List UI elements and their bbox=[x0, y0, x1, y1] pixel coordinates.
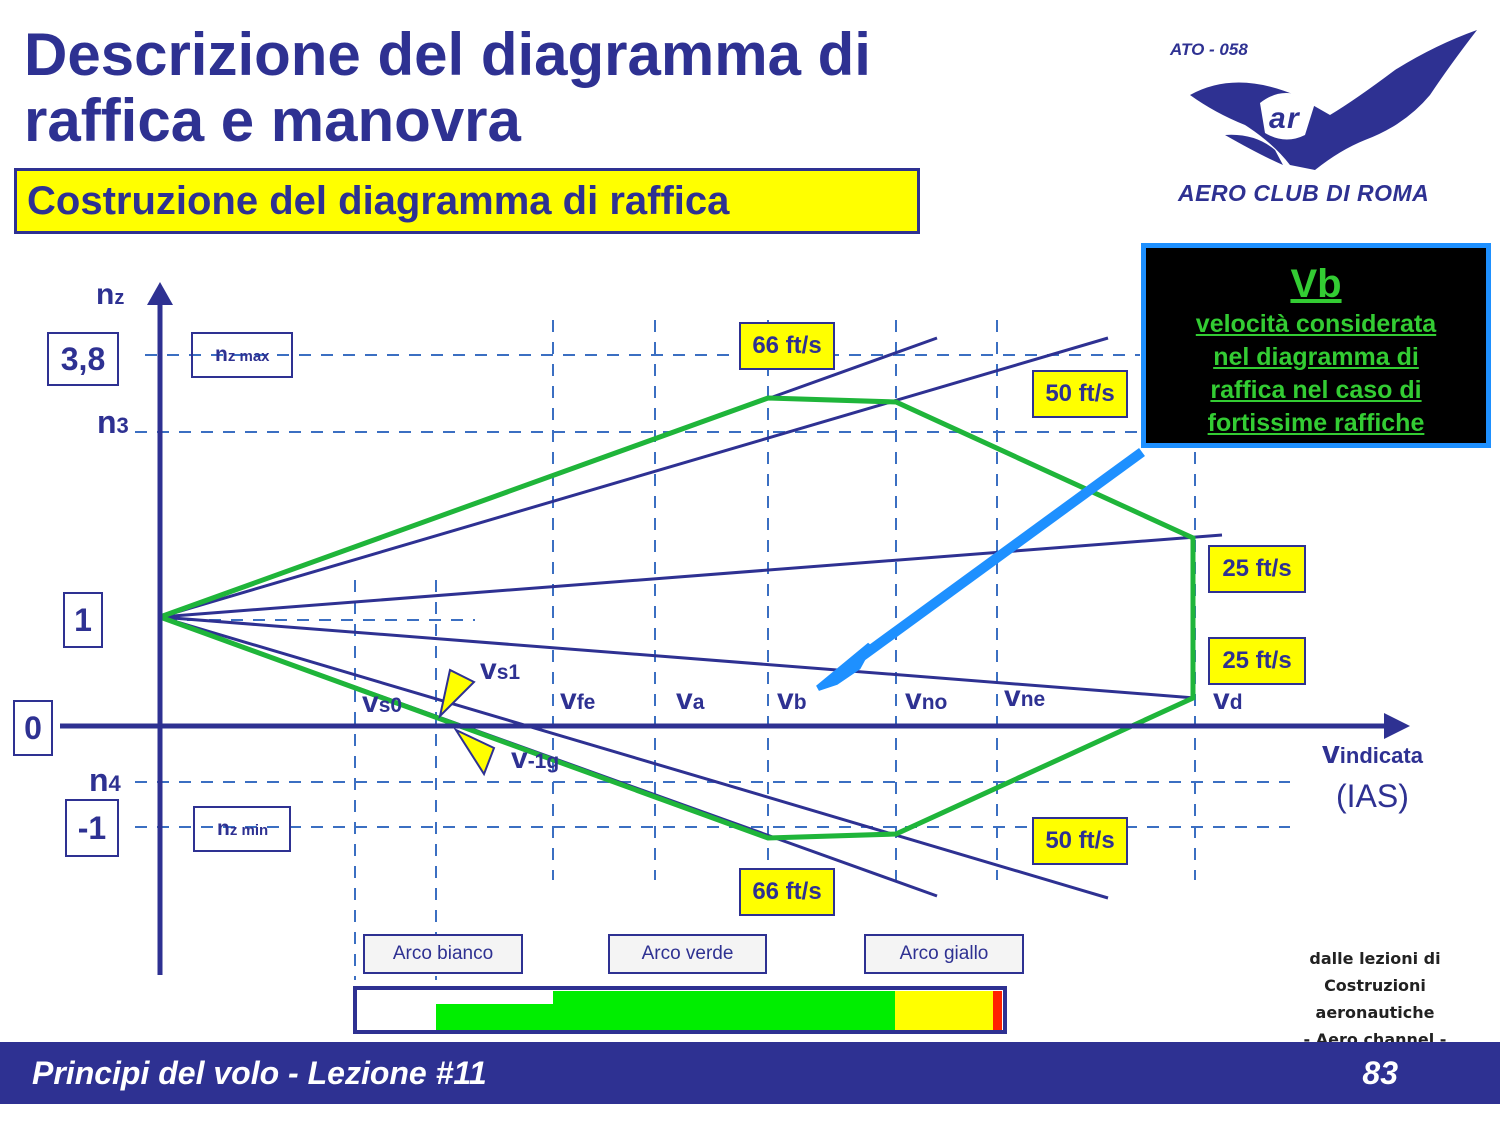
arc-label-green: Arco verde bbox=[608, 934, 767, 974]
y-axis-n: n bbox=[96, 278, 115, 311]
credits-line-2: Costruzioni aeronautiche bbox=[1315, 976, 1435, 1022]
eagle-logo: a r bbox=[1190, 30, 1477, 170]
speed-label-v-1g: v-1g bbox=[511, 742, 559, 776]
vs1-sub: s1 bbox=[496, 661, 521, 684]
vb-v: v bbox=[777, 683, 794, 716]
tick-n3-n: n bbox=[97, 404, 117, 440]
x-axis-arrow bbox=[1384, 713, 1410, 739]
vs0-sub: s0 bbox=[378, 694, 403, 717]
nz-max-box: nz max bbox=[191, 332, 293, 378]
callout-line: velocità considerata bbox=[1195, 310, 1437, 338]
vd-sub: d bbox=[1229, 691, 1243, 714]
title-line-1: Descrizione del diagramma di bbox=[24, 21, 871, 88]
v-1g-sub: -1g bbox=[527, 750, 560, 773]
tick-0: 0 bbox=[13, 700, 53, 756]
nz-min-box: nz min bbox=[193, 806, 291, 852]
gust-label-66-top: 66 ft/s bbox=[739, 322, 835, 370]
nz-min-sub: z min bbox=[229, 822, 269, 839]
vb-callout: Vb velocità considerata nel diagramma di… bbox=[1141, 243, 1491, 448]
callout-line: nel diagramma di bbox=[1213, 343, 1419, 371]
vs1-v: v bbox=[480, 653, 497, 686]
arc-label-yellow: Arco giallo bbox=[864, 934, 1024, 974]
vno-v: v bbox=[905, 683, 922, 716]
tick-n3-sub: 3 bbox=[116, 413, 129, 438]
callout-line: raffica nel caso di bbox=[1210, 376, 1422, 404]
arc-red bbox=[993, 991, 1002, 1030]
va-sub: a bbox=[692, 691, 705, 714]
vs0-v: v bbox=[362, 686, 379, 719]
nz-min-n: n bbox=[217, 817, 230, 840]
slide-title: Descrizione del diagramma di raffica e m… bbox=[24, 22, 871, 154]
vne-sub: ne bbox=[1020, 688, 1046, 711]
vfe-v: v bbox=[560, 683, 577, 716]
callout-arrow-head bbox=[816, 642, 873, 691]
vb-sub: b bbox=[793, 691, 807, 714]
speed-label-vno: vno bbox=[905, 683, 947, 717]
slide-number: 83 bbox=[1362, 1055, 1398, 1091]
credits: dalle lezioni di Costruzioni aeronautich… bbox=[1265, 945, 1485, 1053]
callout-line: fortissime raffiche bbox=[1207, 409, 1425, 437]
arc-green-low bbox=[436, 1004, 553, 1030]
vd-v: v bbox=[1213, 683, 1230, 716]
y-axis-sub: z bbox=[114, 287, 125, 309]
nz-max-sub: z max bbox=[227, 348, 270, 365]
tick-n4-n: n bbox=[89, 762, 109, 798]
speed-label-vd: vd bbox=[1213, 683, 1243, 717]
gust-label-50-top: 50 ft/s bbox=[1032, 370, 1128, 418]
tick-n4: n4 bbox=[89, 762, 121, 799]
vfe-sub: fe bbox=[576, 691, 596, 714]
gust-label-25-bottom: 25 ft/s bbox=[1208, 637, 1306, 685]
slide-subtitle: Costruzione del diagramma di raffica bbox=[14, 168, 920, 234]
nz-max-n: n bbox=[215, 343, 228, 366]
vs1-marker bbox=[438, 668, 476, 720]
arc-green bbox=[553, 991, 895, 1030]
arc-label-white: Arco bianco bbox=[363, 934, 523, 974]
svg-text:a: a bbox=[1269, 102, 1286, 135]
x-axis-v: v bbox=[1322, 734, 1340, 770]
x-axis-label: vindicata bbox=[1322, 734, 1423, 771]
logo-club-text: AERO CLUB DI ROMA bbox=[1178, 180, 1430, 206]
vne-v: v bbox=[1004, 680, 1021, 713]
speed-label-vb: vb bbox=[777, 683, 807, 717]
load-gridlines bbox=[135, 354, 1290, 828]
footer-bar: Principi del volo - Lezione #11 83 bbox=[0, 1042, 1500, 1104]
credits-line-1: dalle lezioni di bbox=[1309, 949, 1441, 968]
callout-title: Vb bbox=[1290, 262, 1342, 306]
speed-label-vfe: vfe bbox=[560, 683, 595, 717]
y-axis-label: nz bbox=[96, 278, 124, 312]
tick-1: 1 bbox=[63, 592, 103, 648]
gust-lines bbox=[159, 336, 1223, 900]
logo-ato-text: ATO - 058 bbox=[1170, 40, 1248, 59]
gust-label-66-bottom: 66 ft/s bbox=[739, 868, 835, 916]
tick-3-8: 3,8 bbox=[47, 332, 119, 386]
speed-label-vs1: vs1 bbox=[480, 653, 520, 687]
gust-label-50-bottom: 50 ft/s bbox=[1032, 817, 1128, 865]
title-line-2: raffica e manovra bbox=[24, 87, 521, 154]
callout-text: velocità considerata nel diagramma di ra… bbox=[1146, 308, 1486, 440]
arc-yellow bbox=[895, 991, 993, 1030]
v-1g-v: v bbox=[511, 742, 528, 775]
speed-label-va: va bbox=[676, 683, 704, 717]
tick-n4-sub: 4 bbox=[108, 771, 121, 796]
callout-arrow-line bbox=[847, 447, 1145, 670]
x-axis-unit: (IAS) bbox=[1336, 778, 1409, 814]
speed-label-vne: vne bbox=[1004, 680, 1045, 714]
vno-sub: no bbox=[921, 691, 948, 714]
tick-n3: n3 bbox=[97, 404, 129, 441]
gust-label-25-top: 25 ft/s bbox=[1208, 545, 1306, 593]
tick-minus-1: -1 bbox=[65, 799, 119, 857]
v-1g-marker bbox=[453, 727, 496, 777]
speed-label-vs0: vs0 bbox=[362, 686, 402, 720]
y-axis-arrow bbox=[147, 282, 173, 305]
gust-envelope bbox=[159, 395, 1196, 841]
x-axis-sub: indicata bbox=[1339, 743, 1423, 768]
svg-text:r: r bbox=[1287, 102, 1301, 135]
footer-lesson: Principi del volo - Lezione #11 bbox=[32, 1055, 487, 1091]
va-v: v bbox=[676, 683, 693, 716]
